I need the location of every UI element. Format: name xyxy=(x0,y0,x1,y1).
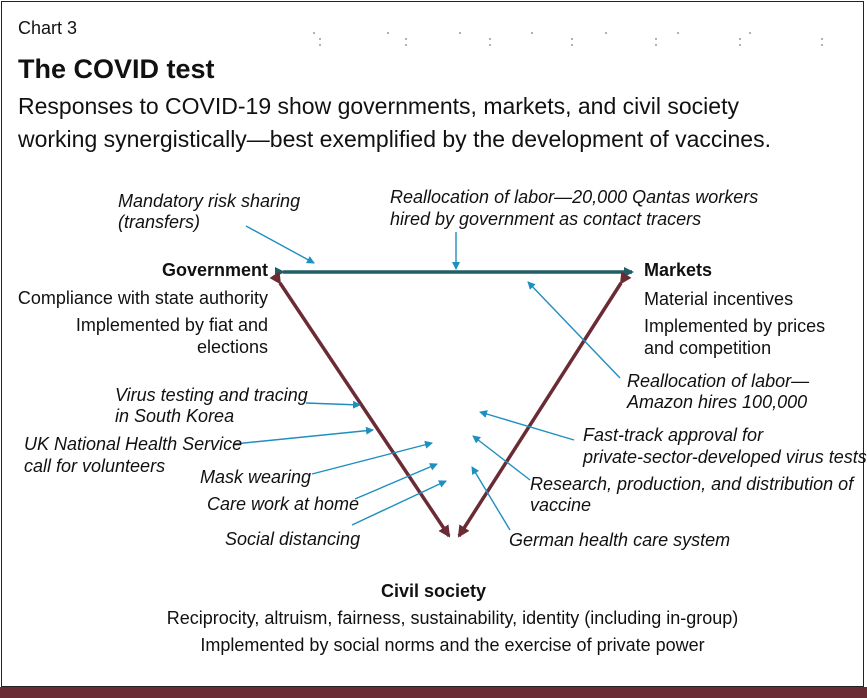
pointer-distancing xyxy=(351,480,447,526)
markets-label: Markets xyxy=(644,260,713,280)
markets-line2b: and competition xyxy=(644,338,772,358)
annotation-nhs-line2: call for volunteers xyxy=(24,456,166,476)
chart-number: Chart 3 xyxy=(18,18,78,38)
annotation-fasttrack-line1: Fast-track approval for xyxy=(583,425,764,445)
annotation-qantas-line1: Reallocation of labor—20,000 Qantas work… xyxy=(390,187,759,207)
government-line1: Compliance with state authority xyxy=(17,288,268,308)
markets-line1: Material incentives xyxy=(644,289,794,309)
chart-subtitle: Responses to COVID-19 show governments, … xyxy=(18,93,771,152)
annotation-amazon-line1: Reallocation of labor— xyxy=(627,371,810,391)
annotation-nhs-line1: UK National Health Service xyxy=(24,434,243,454)
pointer-fasttrack xyxy=(479,410,575,441)
pointer-korea xyxy=(305,400,361,409)
annotation-vaccine-line1: Research, production, and distribution o… xyxy=(530,474,854,494)
annotation-mandatory-line2: (transfers) xyxy=(118,212,201,232)
annotation-distancing: Social distancing xyxy=(225,529,361,549)
annotation-amazon-line2: Amazon hires 100,000 xyxy=(627,392,808,412)
markets-line2a: Implemented by prices xyxy=(644,316,826,336)
pointer-amazon xyxy=(527,281,621,379)
civil-society-line1: Reciprocity, altruism, fairness, sustain… xyxy=(166,608,739,628)
pointer-nhs xyxy=(233,426,374,445)
government-civil-arrow xyxy=(269,271,451,538)
annotation-fasttrack-line2: private-sector-developed virus tests xyxy=(583,447,867,467)
civil-society-line2: Implemented by social norms and the exer… xyxy=(200,635,705,655)
annotation-mask: Mask wearing xyxy=(200,467,312,487)
annotation-german: German health care system xyxy=(509,530,731,550)
pointer-mask xyxy=(311,440,433,475)
annotation-korea-line2: in South Korea xyxy=(115,406,235,426)
chart-title: The COVID test xyxy=(18,54,215,84)
annotation-care: Care work at home xyxy=(207,494,360,514)
pointer-vaccine xyxy=(472,435,531,481)
government-line2a: Implemented by fiat and xyxy=(75,315,268,335)
civil-society-label: Civil society xyxy=(380,581,487,601)
annotation-vaccine-line2: vaccine xyxy=(530,495,592,515)
government-line2b: elections xyxy=(196,337,268,357)
pointer-german xyxy=(471,466,511,531)
markets-civil-arrow xyxy=(457,271,632,538)
annotation-mandatory-line1: Mandatory risk sharing xyxy=(118,191,301,211)
bottom-accent-bar xyxy=(0,687,867,698)
pointer-mandatory xyxy=(245,225,315,264)
decorative-dots xyxy=(313,32,823,46)
pointer-care xyxy=(354,463,438,500)
annotation-qantas-line2: hired by government as contact tracers xyxy=(390,209,702,229)
annotation-korea-line1: Virus testing and tracing xyxy=(115,385,308,405)
government-label: Government xyxy=(161,260,268,280)
